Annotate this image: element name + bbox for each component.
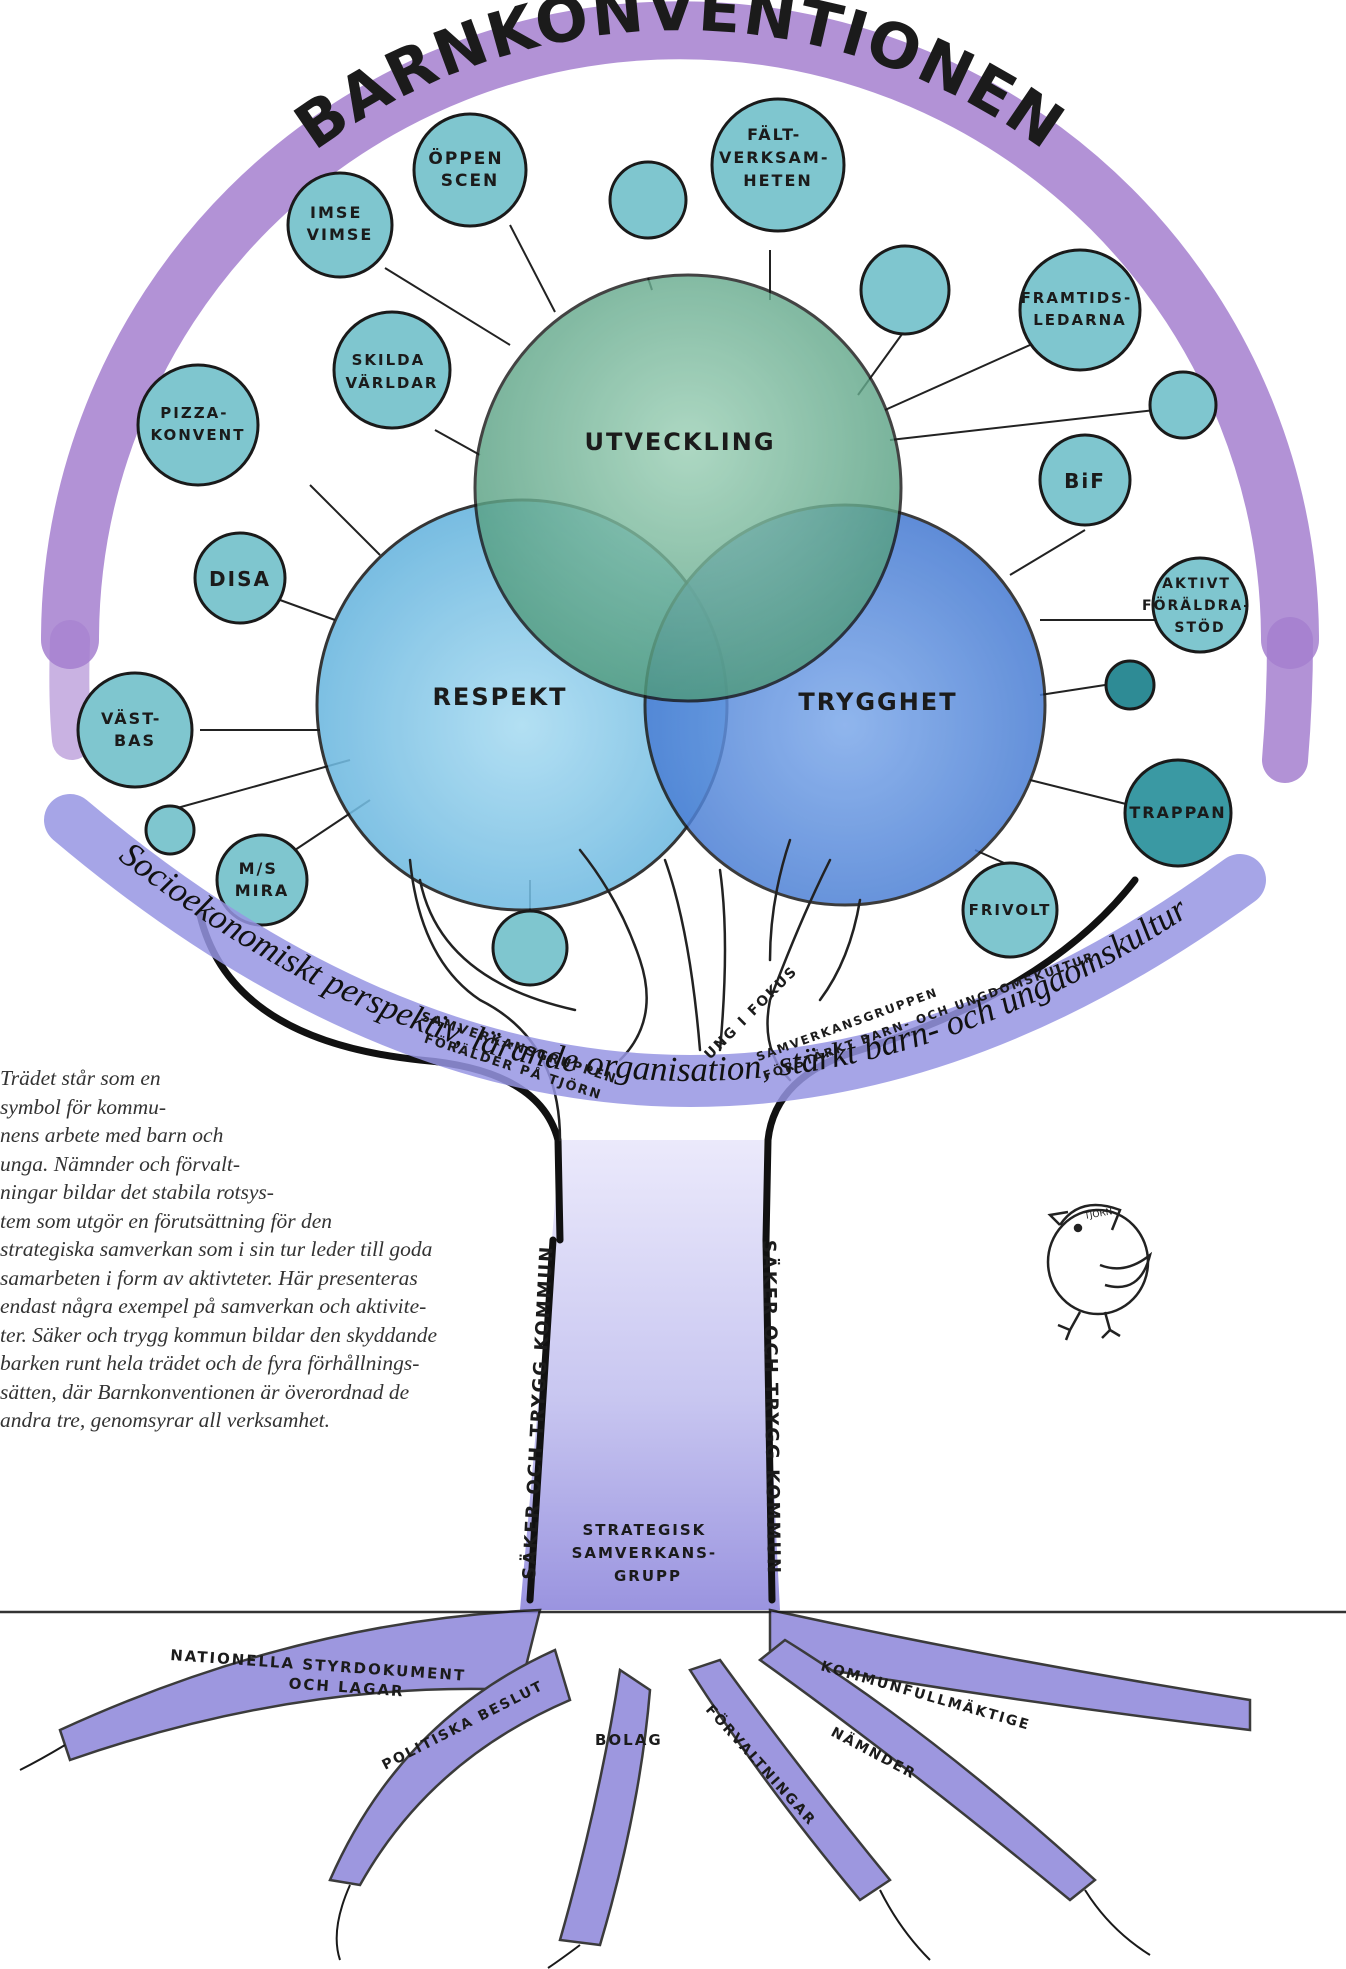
bubble-label-bif: BiF	[1064, 469, 1106, 493]
venn-diagram: UTVECKLING RESPEKT TRYGGHET	[315, 273, 1047, 912]
bubble-label-framtidsledarna: FRAMTIDS- LEDARNA	[1021, 289, 1140, 329]
bubble-unlabeled	[1148, 370, 1218, 440]
bubble-imse-vimse	[286, 171, 394, 279]
tree-branches	[408, 838, 862, 1142]
bark-text-right: SÄKER OCH TRYGG KOMMUN	[758, 1240, 784, 1576]
bubble-skilda-varldar	[332, 310, 452, 430]
trunk-center-label: STRATEGISK SAMVERKANS- GRUPP	[572, 1521, 725, 1585]
bubble-label-trappan: TRAPPAN	[1129, 803, 1226, 822]
bubble-pizzakonvent	[136, 363, 260, 487]
bubble-ms-mira	[215, 833, 309, 927]
bubble-unlabeled	[491, 909, 569, 987]
arc-title: BARNKONVENTIONEN	[282, 0, 1079, 164]
bubble-labels: ÖPPEN SCEN FÄLT- VERKSAM- HETEN IMSE VIM…	[101, 125, 1258, 919]
bubble-unlabeled	[608, 160, 688, 240]
perspective-band	[44, 794, 1266, 1107]
activity-bubbles	[76, 97, 1249, 987]
bubble-vastbas	[76, 671, 194, 789]
connector-lines	[169, 224, 1156, 910]
venn-label-respekt: RESPEKT	[432, 683, 567, 711]
bubble-unlabeled	[859, 244, 951, 336]
bubble-label-skilda-varldar: SKILDA VÄRLDAR	[346, 351, 439, 392]
bubble-trappan	[1123, 758, 1233, 868]
root-tips	[19, 1744, 1151, 1969]
tree-trunk	[520, 1140, 780, 1610]
bubble-label-aktivt-foraldrastod: AKTIVT FÖRÄLDRA- STÖD	[1142, 576, 1258, 636]
root-label-bolag: BOLAG	[595, 1731, 663, 1749]
barnkonventionen-arc	[41, 1, 1319, 669]
venn-label-trygghet: TRYGGHET	[798, 688, 957, 716]
bubble-framtidsledarna	[1018, 248, 1142, 372]
tree-roots	[58, 1608, 1252, 1947]
caption-text: Trädet står som en symbol för kommu- nen…	[0, 1066, 438, 1432]
venn-label-utveckling: UTVECKLING	[584, 428, 775, 456]
bubble-frivolt	[961, 861, 1059, 959]
bubble-label-frivolt: FRIVOLT	[969, 901, 1052, 919]
bubble-label-disa: DISA	[209, 567, 271, 591]
bubble-unlabeled	[1104, 659, 1156, 711]
bubble-unlabeled	[144, 804, 196, 856]
bubble-label-oppen-scen: ÖPPEN SCEN	[428, 147, 511, 191]
bubble-label-faltverksamheten: FÄLT- VERKSAM- HETEN	[719, 125, 837, 190]
bubble-label-pizzakonvent: PIZZA- KONVENT	[151, 404, 246, 444]
bubble-label-vastbas: VÄST- BAS	[101, 709, 169, 750]
bubble-bif	[1038, 433, 1132, 527]
bubble-label-ms-mira: M/S MIRA	[235, 859, 290, 900]
bubble-label-imse-vimse: IMSE VIMSE	[307, 203, 374, 244]
bird-cap-text: TJÖRN	[1083, 1206, 1114, 1222]
bird-illustration	[1046, 1203, 1153, 1341]
bubble-faltverksamheten	[710, 97, 846, 233]
venn-circle-utveckling	[473, 273, 903, 703]
bubble-disa	[193, 531, 287, 625]
bubble-oppen-scen	[412, 112, 528, 228]
bubble-aktivt-foraldrastod	[1151, 556, 1249, 654]
